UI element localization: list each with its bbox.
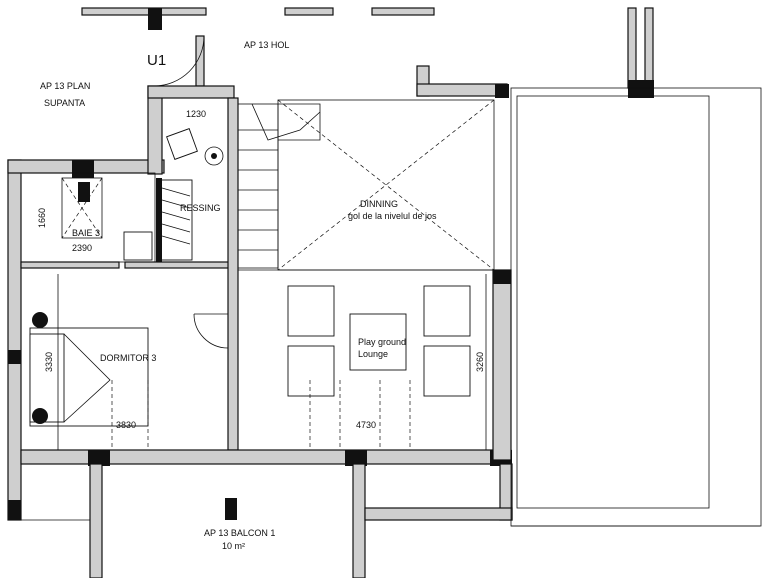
label-u1: U1: [147, 52, 166, 69]
label-lounge: Lounge: [358, 349, 388, 359]
dim-2390: 2390: [72, 243, 92, 253]
label-dormitor: DORMITOR 3: [100, 353, 156, 363]
label-balcon: AP 13 BALCON 1: [204, 528, 275, 538]
label-gol: gol de la nivelul de jos: [348, 211, 437, 221]
dim-1660: 1660: [37, 208, 47, 228]
label-play: Play ground: [358, 337, 406, 347]
bed: [29, 274, 149, 450]
bathroom-fixtures: [20, 172, 156, 263]
right-walls: [416, 7, 762, 527]
staircase: [237, 103, 321, 269]
label-plan: AP 13 PLAN: [40, 81, 90, 91]
dim-4730: 4730: [356, 420, 376, 430]
label-dressing: RESSING: [180, 203, 221, 213]
dinning-void: [238, 99, 511, 271]
bottom-walls: [20, 449, 760, 578]
dim-3830: 3830: [116, 420, 136, 430]
label-supanta: SUPANTA: [44, 98, 85, 108]
label-dinning: DINNING: [360, 199, 398, 209]
label-baie: BAIE 3: [72, 228, 100, 238]
label-hol: AP 13 HOL: [244, 40, 289, 50]
dressing-wardrobe: [156, 178, 193, 262]
dim-1230: 1230: [186, 109, 206, 119]
lounge-furniture: [287, 274, 487, 450]
label-balcon-area: 10 m²: [222, 541, 245, 551]
bedroom-door: [193, 313, 229, 349]
study-chair: [166, 128, 224, 166]
dim-3330: 3330: [44, 352, 54, 372]
dim-3260: 3260: [475, 352, 485, 372]
top-walls: [81, 7, 435, 30]
